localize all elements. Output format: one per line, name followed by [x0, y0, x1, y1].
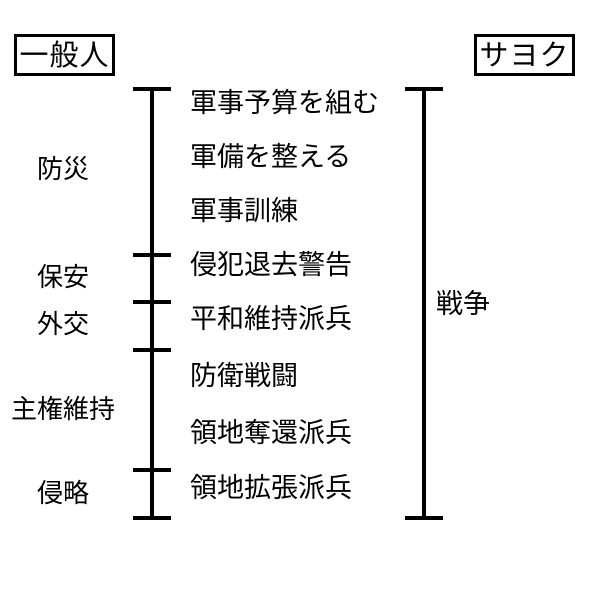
left-axis-tick-2	[133, 300, 171, 304]
action-item-0: 軍事予算を組む	[190, 88, 379, 119]
action-item-3: 侵犯退去警告	[190, 250, 352, 281]
action-item-6: 領地奪還派兵	[190, 418, 352, 449]
label-box-left-wing-text: サヨク	[479, 37, 570, 72]
action-item-5: 防衛戦闘	[190, 361, 298, 392]
category-label-shuken-iji: 主権維持	[10, 395, 115, 425]
action-item-2: 軍事訓練	[190, 196, 298, 227]
left-axis-tick-3	[133, 348, 171, 352]
action-item-7: 領地拡張派兵	[190, 473, 352, 504]
left-axis-tick-5	[133, 516, 171, 520]
left-axis-tick-4	[133, 468, 171, 472]
label-box-left-wing: サヨク	[474, 34, 575, 76]
label-box-ordinary-people: 一般人	[14, 34, 115, 76]
category-label-hoan: 保安	[36, 263, 89, 293]
category-label-gaikou: 外交	[36, 310, 89, 340]
label-box-ordinary-people-text: 一般人	[19, 37, 110, 72]
action-item-1: 軍備を整える	[190, 142, 352, 173]
left-axis-tick-1	[133, 253, 171, 257]
category-label-shinryaku: 侵略	[36, 479, 89, 509]
right-axis-label-war: 戦争	[436, 289, 490, 320]
category-label-bousai: 防災	[36, 155, 89, 185]
right-axis-tick-top	[405, 87, 443, 91]
right-axis-tick-bottom	[405, 516, 443, 520]
left-axis-tick-0	[133, 87, 171, 91]
action-item-4: 平和維持派兵	[190, 304, 352, 335]
right-axis-line	[422, 89, 426, 518]
